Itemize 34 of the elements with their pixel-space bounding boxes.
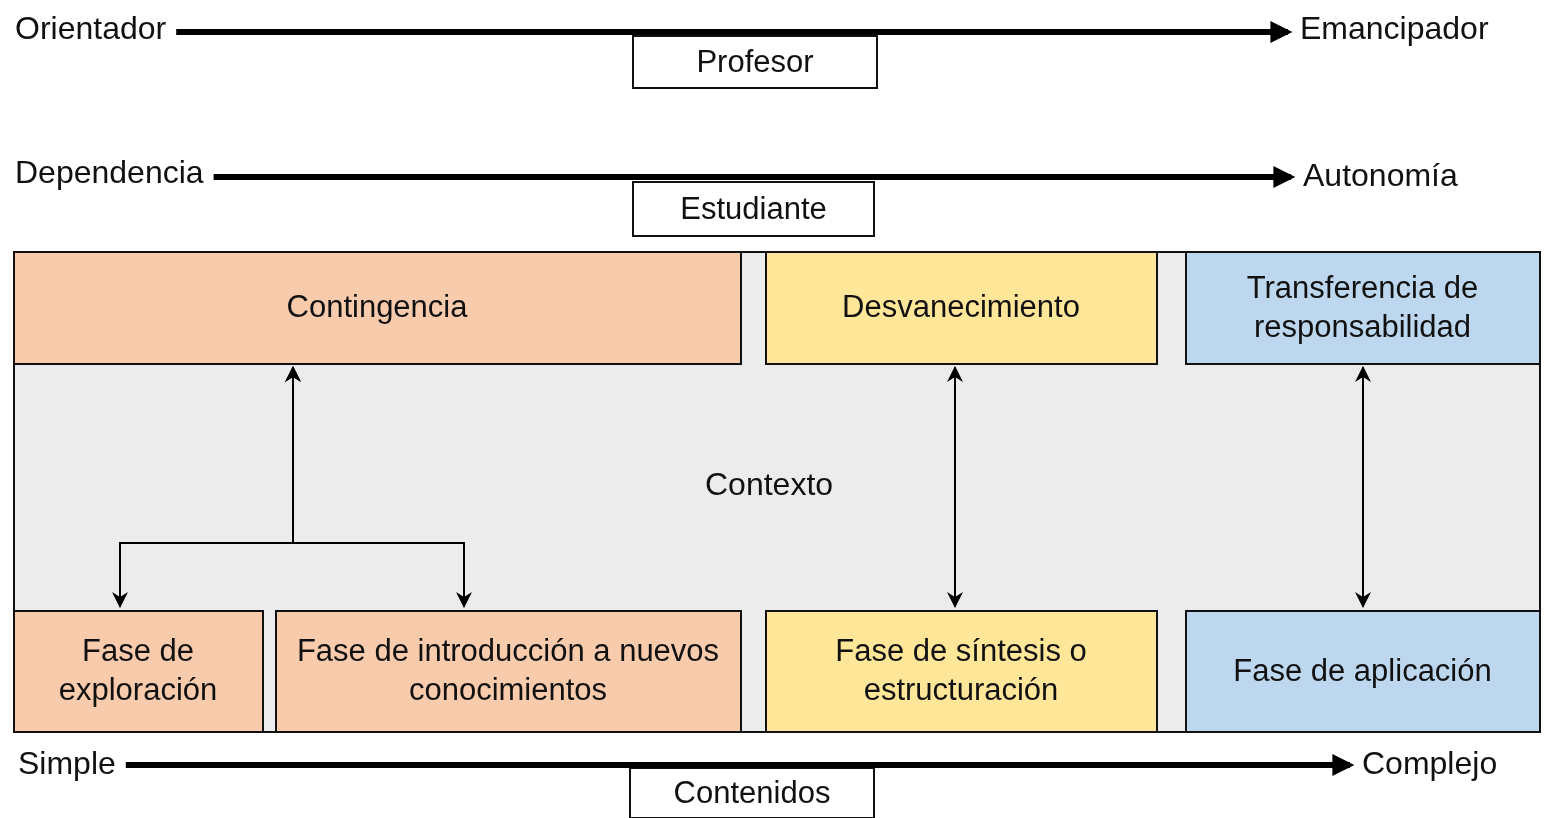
labeled-box	[632, 35, 878, 89]
box-label: Contenidos	[673, 773, 831, 812]
axis-end-label: Complejo	[1362, 743, 1498, 783]
axis-end-label: Orientador	[15, 8, 167, 48]
arrow	[213, 166, 1296, 188]
box-label: Contingencia	[286, 288, 468, 327]
box-label: Profesor	[696, 42, 814, 81]
box-label: Fase de síntesis o estructuración	[834, 632, 1088, 709]
labeled-box	[1184, 250, 1541, 365]
labeled-box	[629, 767, 875, 818]
box-label: Desvanecimiento	[842, 288, 1080, 327]
double-arrow	[1355, 365, 1371, 609]
arrow	[176, 21, 1293, 43]
axis-end-label: Emancipador	[1300, 8, 1489, 48]
labeled-box	[12, 250, 742, 365]
labeled-box	[274, 609, 742, 733]
labeled-box	[764, 250, 1158, 365]
box-label: Estudiante	[680, 189, 827, 228]
box-label: Fase de introducción a nuevos conocimientos	[295, 632, 721, 709]
axis-end-label: Dependencia	[15, 152, 204, 192]
axis-end-label: Autonomía	[1303, 155, 1458, 195]
box-label: Fase de aplicación	[1233, 651, 1492, 690]
labeled-box	[764, 609, 1158, 733]
context-panel	[13, 251, 1541, 733]
labeled-box	[12, 609, 264, 733]
branching-arrow	[285, 365, 472, 609]
labeled-box	[1184, 609, 1541, 733]
arrow	[125, 754, 1355, 776]
box-label: Fase de exploración	[57, 632, 219, 709]
labeled-box	[632, 181, 875, 237]
context-label: Contexto	[705, 466, 834, 503]
double-arrow	[947, 365, 963, 609]
axis-end-label: Simple	[18, 743, 116, 783]
box-label: Transferencia de responsabilidad	[1245, 268, 1480, 346]
